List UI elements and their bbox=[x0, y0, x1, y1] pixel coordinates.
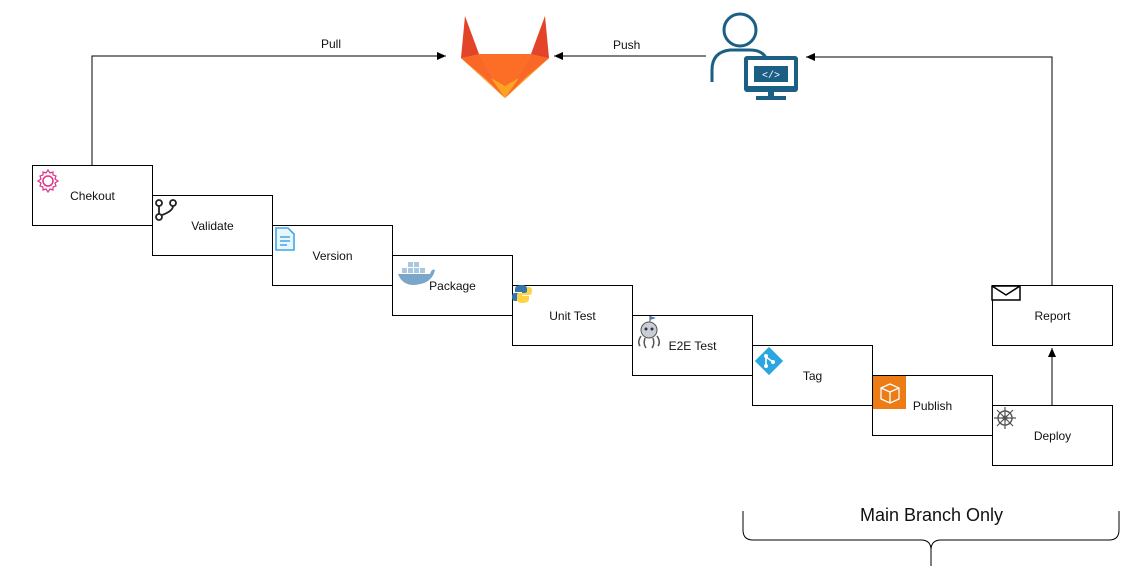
step-label: Package bbox=[429, 278, 476, 293]
git-logo-icon bbox=[754, 346, 784, 376]
step-label: E2E Test bbox=[668, 338, 717, 353]
step-label: Deploy bbox=[1033, 428, 1072, 443]
helm-wheel-icon bbox=[994, 407, 1016, 429]
push-label: Push bbox=[613, 38, 641, 52]
step-label: Tag bbox=[802, 368, 823, 383]
docker-icon bbox=[398, 262, 435, 285]
step-label: Publish bbox=[912, 398, 953, 413]
robot-octopus-icon bbox=[637, 316, 661, 349]
step-deploy[interactable]: Deploy bbox=[992, 405, 1113, 466]
step-label: Unit Test bbox=[549, 308, 596, 323]
main-branch-label: Main Branch Only bbox=[860, 505, 1004, 525]
pull-edge bbox=[91, 52, 446, 166]
sync-gear-icon bbox=[36, 168, 60, 194]
step-label: Chekout bbox=[70, 188, 115, 203]
main-branch-brace bbox=[742, 511, 1120, 566]
step-label: Version bbox=[312, 248, 353, 263]
pull-label: Pull bbox=[321, 37, 342, 51]
step-unit-test[interactable]: Unit Test bbox=[512, 285, 633, 346]
svg-text:</>: </> bbox=[762, 70, 780, 82]
step-chekout[interactable]: Chekout bbox=[32, 165, 153, 226]
git-branch-icon bbox=[155, 199, 177, 221]
envelope-icon bbox=[991, 285, 1021, 301]
step-label: Validate bbox=[191, 218, 234, 233]
gitlab-logo-icon bbox=[461, 16, 549, 98]
python-icon bbox=[512, 285, 532, 303]
report-to-developer-edge bbox=[806, 53, 1053, 286]
package-box-icon bbox=[873, 376, 906, 409]
developer-workstation-icon: </> bbox=[710, 12, 798, 100]
step-version[interactable]: Version bbox=[272, 225, 393, 286]
document-icon bbox=[275, 227, 295, 251]
step-label: Report bbox=[1034, 308, 1071, 323]
step-package[interactable]: Package bbox=[392, 255, 513, 316]
